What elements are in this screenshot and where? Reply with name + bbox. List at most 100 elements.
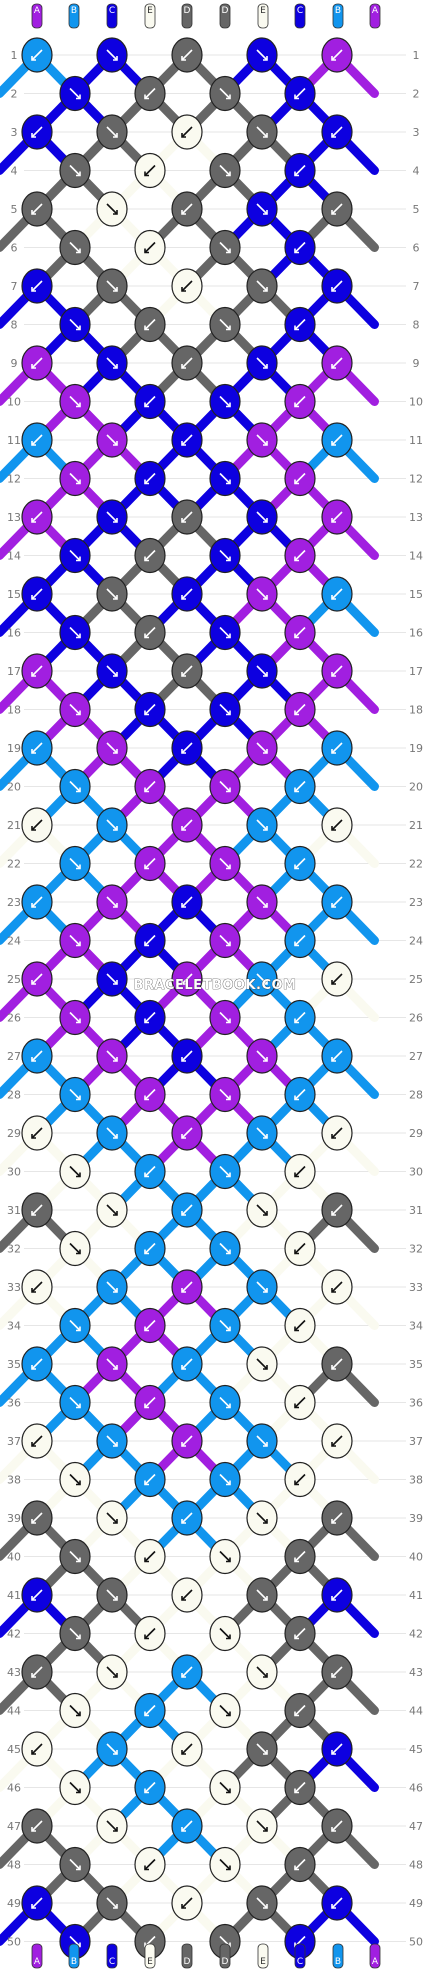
- knot-arrow-icon: [106, 819, 118, 831]
- knot-arrowhead-icon: [331, 826, 336, 831]
- row-label-left: 5: [11, 203, 18, 216]
- knot-arrow-icon: [181, 1589, 193, 1601]
- knot: [321, 1423, 353, 1459]
- knot-arrowhead-icon: [31, 672, 36, 677]
- knot-arrowhead-icon: [76, 402, 81, 408]
- knot-arrowhead-icon: [76, 171, 81, 177]
- knot: [21, 1423, 53, 1459]
- row-label-left: 38: [7, 1474, 21, 1487]
- knot-arrowhead-icon: [263, 980, 268, 985]
- knot-arrow-icon: [331, 1281, 343, 1293]
- knot-arrowhead-icon: [226, 1865, 231, 1871]
- knot-arrow-icon: [144, 1473, 156, 1486]
- knot-arrowhead-icon: [331, 672, 336, 677]
- knot-arrow-icon: [69, 1781, 81, 1794]
- bottom-string-label: A: [372, 1957, 379, 1967]
- knot: [171, 961, 203, 997]
- knot-arrowhead-icon: [181, 441, 186, 446]
- row-label-left: 42: [7, 1628, 21, 1641]
- row-label-right: 28: [409, 1089, 423, 1102]
- bottom-string-tab: [144, 1943, 156, 1969]
- knot: [171, 37, 203, 73]
- knot: [96, 1500, 128, 1536]
- knot-arrow-icon: [144, 1088, 156, 1101]
- row-label-right: 15: [409, 588, 423, 601]
- knot-arrow-icon: [331, 511, 343, 523]
- knot-arrow-icon: [69, 472, 81, 485]
- knot: [21, 1500, 53, 1536]
- row-label-left: 28: [7, 1089, 21, 1102]
- knot: [321, 114, 353, 150]
- knot-arrowhead-icon: [294, 1788, 299, 1794]
- knot-arrow-icon: [219, 395, 231, 408]
- knot-arrowhead-icon: [113, 1750, 118, 1755]
- knot-arrowhead-icon: [144, 1711, 149, 1717]
- knot: [59, 152, 91, 189]
- top-string-tab: [369, 3, 381, 29]
- top-string-label: B: [335, 6, 341, 16]
- knot-arrow-icon: [31, 819, 43, 831]
- knot-arrow-icon: [144, 857, 156, 870]
- knot-arrowhead-icon: [294, 864, 299, 870]
- row-label-right: 30: [409, 1166, 423, 1179]
- knot-arrow-icon: [219, 87, 231, 100]
- knot-arrow-icon: [331, 1358, 343, 1370]
- knot-arrow-icon: [106, 1050, 118, 1062]
- knot-arrow-icon: [31, 357, 43, 369]
- row-label-right: 27: [409, 1050, 423, 1063]
- knot-arrow-icon: [106, 280, 118, 292]
- knot-arrowhead-icon: [226, 1711, 231, 1717]
- knot: [209, 845, 241, 882]
- knot-arrow-icon: [69, 626, 81, 639]
- knot-arrow-icon: [256, 973, 268, 985]
- knot: [96, 1885, 128, 1921]
- knot-arrowhead-icon: [294, 325, 299, 331]
- knot-arrow-icon: [331, 1820, 343, 1832]
- knot-arrowhead-icon: [331, 1134, 336, 1139]
- knot: [59, 1538, 91, 1575]
- knot-arrowhead-icon: [263, 133, 268, 138]
- knot-arrowhead-icon: [31, 56, 36, 61]
- knot-arrowhead-icon: [76, 1788, 81, 1794]
- row-label-left: 6: [11, 242, 18, 255]
- knot: [59, 999, 91, 1036]
- knot: [21, 653, 53, 689]
- knot-arrowhead-icon: [331, 1673, 336, 1678]
- knot: [59, 1384, 91, 1421]
- knot-arrowhead-icon: [181, 210, 186, 215]
- knot: [21, 1346, 53, 1382]
- knot: [284, 1384, 316, 1421]
- knot-arrow-icon: [256, 1512, 268, 1524]
- row-label-right: 37: [409, 1435, 423, 1448]
- row-label-right: 22: [409, 858, 423, 871]
- knot-arrowhead-icon: [181, 133, 186, 138]
- knot-arrow-icon: [181, 1743, 193, 1755]
- knot-arrow-icon: [181, 819, 193, 831]
- knot-arrow-icon: [69, 1627, 81, 1640]
- top-string-tab: [31, 3, 43, 29]
- knot-arrow-icon: [256, 203, 268, 215]
- knot-arrowhead-icon: [263, 1442, 268, 1447]
- knot-arrowhead-icon: [181, 1211, 186, 1216]
- bottom-string-tab: [219, 1943, 231, 1969]
- knot-arrow-icon: [144, 1858, 156, 1871]
- knot-arrow-icon: [69, 857, 81, 870]
- row-label-left: 10: [7, 396, 21, 409]
- knot: [209, 537, 241, 574]
- knot: [246, 1115, 278, 1151]
- knot: [59, 306, 91, 343]
- row-label-right: 18: [409, 704, 423, 717]
- row-label-right: 20: [409, 781, 423, 794]
- knot: [96, 422, 128, 458]
- knot: [209, 1769, 241, 1806]
- knot: [284, 383, 316, 420]
- knot: [284, 1769, 316, 1806]
- knot: [96, 1577, 128, 1613]
- knot-arrow-icon: [294, 164, 306, 177]
- bottom-string-label: A: [34, 1957, 41, 1967]
- knot-arrow-icon: [31, 1204, 43, 1216]
- knot-arrow-icon: [181, 1050, 193, 1062]
- row-label-right: 36: [409, 1397, 423, 1410]
- knot: [209, 229, 241, 266]
